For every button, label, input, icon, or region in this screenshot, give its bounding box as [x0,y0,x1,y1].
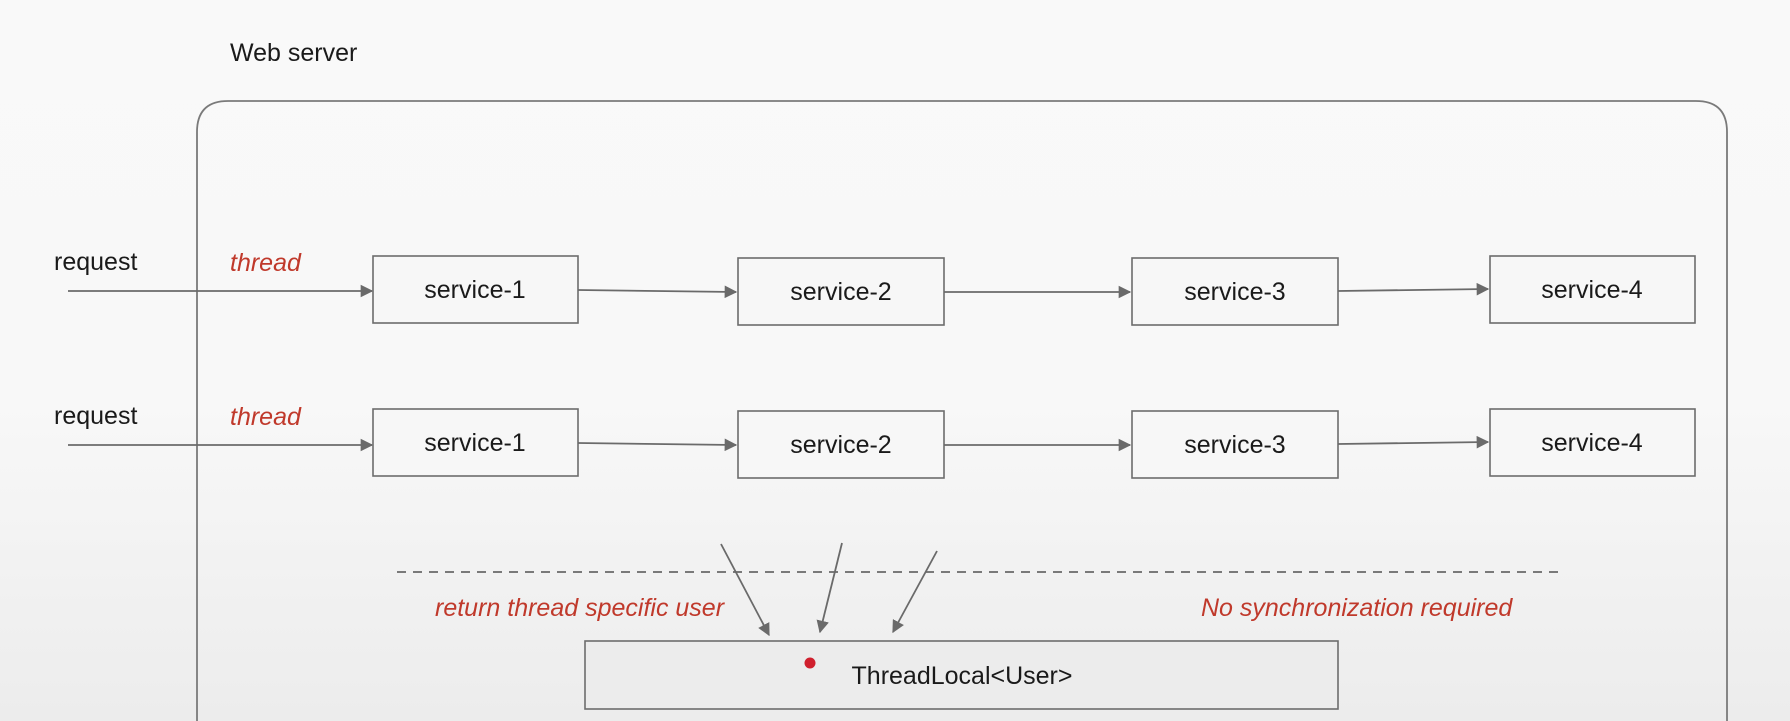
service-box-1-4 [1489,255,1696,324]
access-arrow-1 [720,543,770,637]
service-box-1-1 [372,255,579,324]
service-arrow-1-3 [1337,282,1490,296]
web-server-title: Web server [230,39,357,67]
service-box-1-3 [1131,257,1339,326]
access-arrow-2 [816,542,843,634]
access-arrow-3 [892,550,938,634]
service-box-1-2 [737,257,945,326]
request-label-2: request [54,402,137,430]
service-arrow-2-3 [1337,435,1490,449]
threadlocal-box [584,640,1339,710]
web-server-container [196,100,1728,721]
thread-label-1: thread [230,249,302,277]
service-label-1-2: service-2 [790,278,891,306]
thread-label-2: thread [230,403,302,431]
threadlocal-label: ThreadLocal<User> [852,662,1073,690]
service-box-2-1 [372,408,579,477]
service-arrow-1-1 [577,285,738,299]
no-sync-note: No synchronization required [1201,594,1513,622]
service-label-2-1: service-1 [424,429,525,457]
service-label-2-3: service-3 [1184,431,1285,459]
service-label-1-4: service-4 [1541,276,1643,304]
service-box-2-4 [1489,408,1696,477]
request-label-1: request [54,248,137,276]
threadlocal-dot [804,657,816,669]
service-label-1-3: service-3 [1184,278,1285,306]
service-label-2-2: service-2 [790,431,891,459]
service-box-2-3 [1131,410,1339,479]
return-user-note: return thread specific user [435,594,726,622]
service-label-1-1: service-1 [424,276,525,304]
service-label-2-4: service-4 [1541,429,1643,457]
service-arrow-2-1 [577,438,738,452]
service-box-2-2 [737,410,945,479]
